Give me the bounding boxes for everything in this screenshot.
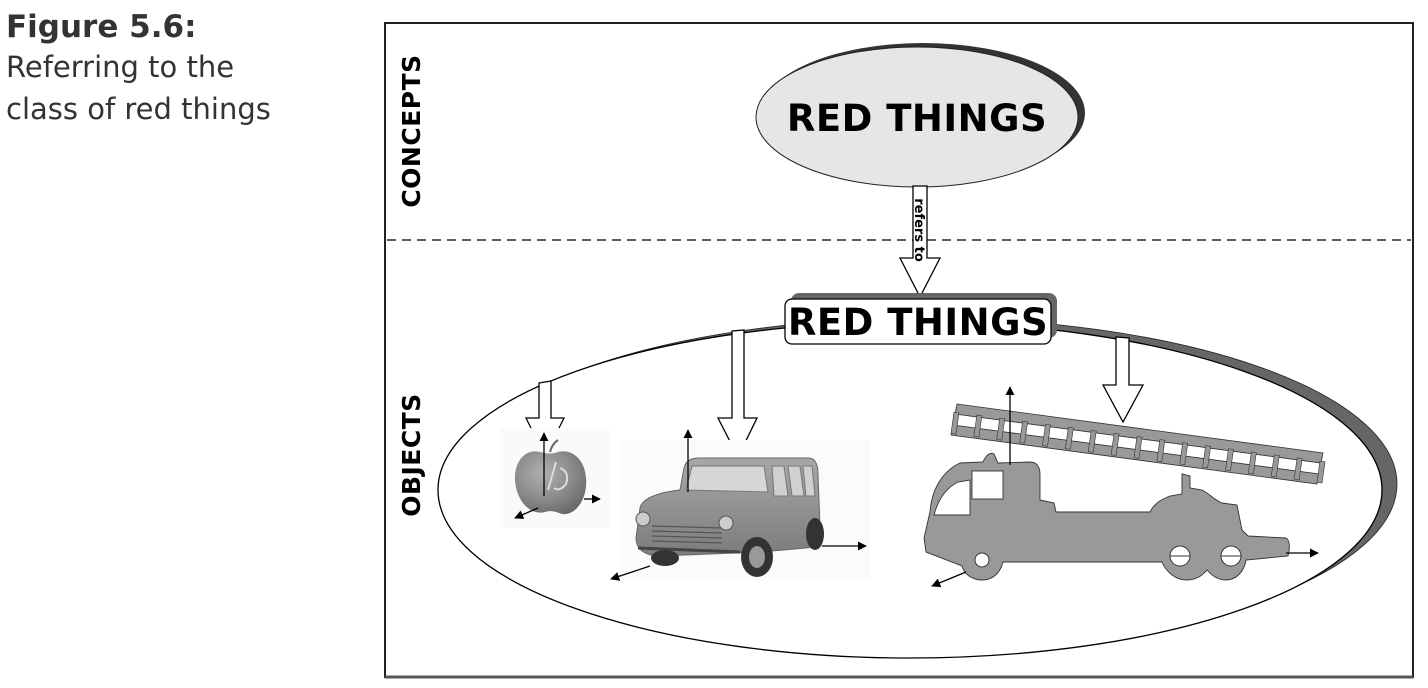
ladder-rung: [1293, 457, 1303, 481]
ladder-rung: [1179, 442, 1189, 465]
refers-to-label: refers to: [911, 198, 926, 262]
fire-truck-icon: [923, 386, 1326, 588]
refers-to-arrow: refers to: [898, 185, 942, 299]
ladder-rung: [973, 414, 983, 438]
concepts-region-label: CONCEPTS: [397, 54, 426, 207]
ladder-rung: [1202, 445, 1211, 469]
ladder-rung: [1156, 439, 1166, 462]
figure-number: Figure 5.6:: [6, 9, 197, 45]
ladder-rung: [1225, 448, 1234, 472]
car-icon: [610, 429, 870, 581]
ladder-rung: [1042, 423, 1051, 447]
refers-to-arrow-shape: [898, 185, 942, 299]
concept-node-label: RED THINGS: [787, 97, 1047, 140]
concept-node: RED THINGS: [755, 43, 1085, 188]
ladder-rung: [1133, 436, 1143, 459]
class-node: RED THINGS: [784, 293, 1057, 345]
apple-icon: [500, 428, 610, 528]
ladder-rung: [1316, 460, 1326, 484]
objects-region-label: OBJECTS: [397, 393, 426, 517]
truck-pointer-arrow: [1101, 336, 1145, 424]
figure-caption-line-2: class of red things: [6, 92, 271, 126]
ladder-rung: [1087, 430, 1097, 453]
class-node-label: RED THINGS: [788, 301, 1048, 344]
ladder-rung: [1065, 426, 1074, 450]
ladder-rung: [1110, 433, 1120, 456]
ladder: [950, 403, 1326, 485]
ladder-rung: [1019, 420, 1028, 444]
ladder-rung: [1270, 454, 1280, 478]
class-node-box: [784, 298, 1052, 345]
figure-caption: Figure 5.6: Referring to the class of re…: [6, 8, 271, 130]
ladder-rung: [950, 411, 960, 435]
figure-caption-line-1: Referring to the: [6, 50, 235, 84]
car-pointer-arrow: [716, 329, 759, 459]
ladder-rung: [996, 417, 1006, 441]
ladder-rung: [1248, 451, 1257, 475]
